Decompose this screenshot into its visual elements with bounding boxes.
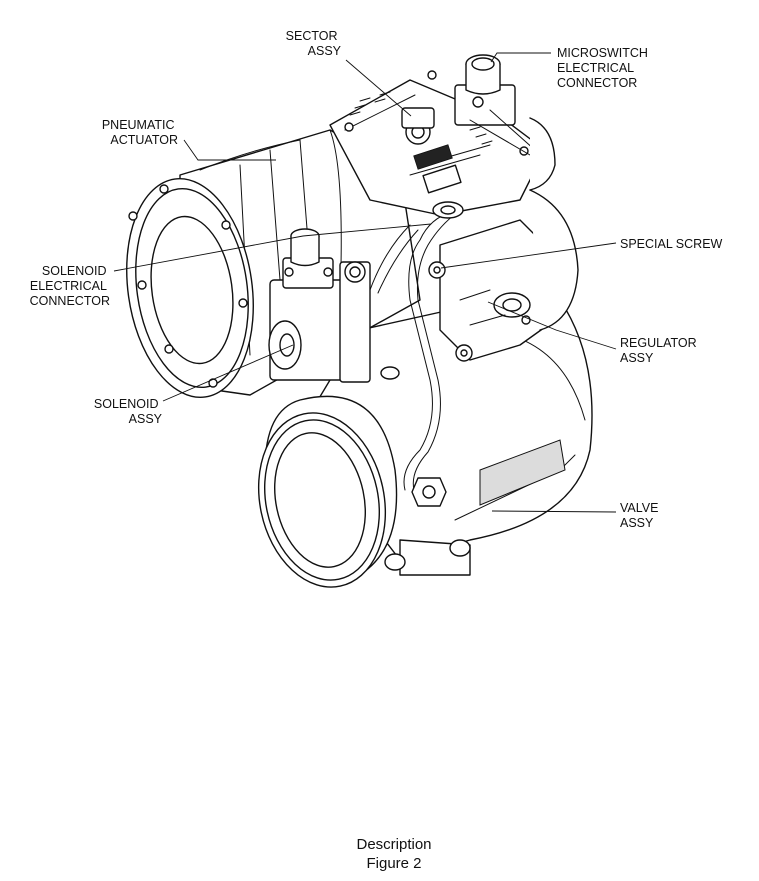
label-regulator-assy: REGULATOR ASSY <box>620 336 700 365</box>
label-sector-assy: SECTOR ASSY <box>286 29 342 58</box>
microswitch-connector <box>454 54 556 191</box>
leader-valve-assy <box>491 510 617 513</box>
leader-solenoid-connector <box>113 223 432 272</box>
valve-inlet-flange <box>257 395 398 588</box>
callouts: SECTOR ASSY MICROSWITCH ELECTRICAL CONNE… <box>30 29 723 530</box>
valve-assembly-drawing <box>126 54 593 588</box>
label-microswitch-connector: MICROSWITCH ELECTRICAL CONNECTOR <box>557 46 651 90</box>
label-solenoid-assy: SOLENOID ASSY <box>94 397 163 426</box>
caption-description: Description <box>356 836 432 853</box>
solenoid-assy <box>268 228 371 383</box>
leader-solenoid-assy <box>162 344 294 402</box>
top-plate <box>329 70 546 216</box>
leader-sector-assy <box>345 59 412 117</box>
label-solenoid-connector: SOLENOID ELECTRICAL CONNECTOR <box>30 264 110 308</box>
leader-pneumatic-actuator <box>183 139 276 161</box>
label-special-screw: SPECIAL SCREW <box>620 237 723 251</box>
pneumatic-tubing <box>369 201 464 507</box>
label-valve-assy: VALVE ASSY <box>620 501 662 530</box>
label-pneumatic-actuator: PNEUMATIC ACTUATOR <box>102 118 178 147</box>
leader-regulator-assy <box>487 301 617 350</box>
leader-lines <box>113 52 617 513</box>
regulator-assy <box>439 189 579 362</box>
caption-figure-number: Figure 2 <box>366 855 422 872</box>
figure-caption: Description Figure 2 <box>0 835 759 873</box>
leader-microswitch-connector <box>490 52 551 63</box>
leader-special-screw <box>440 242 617 269</box>
